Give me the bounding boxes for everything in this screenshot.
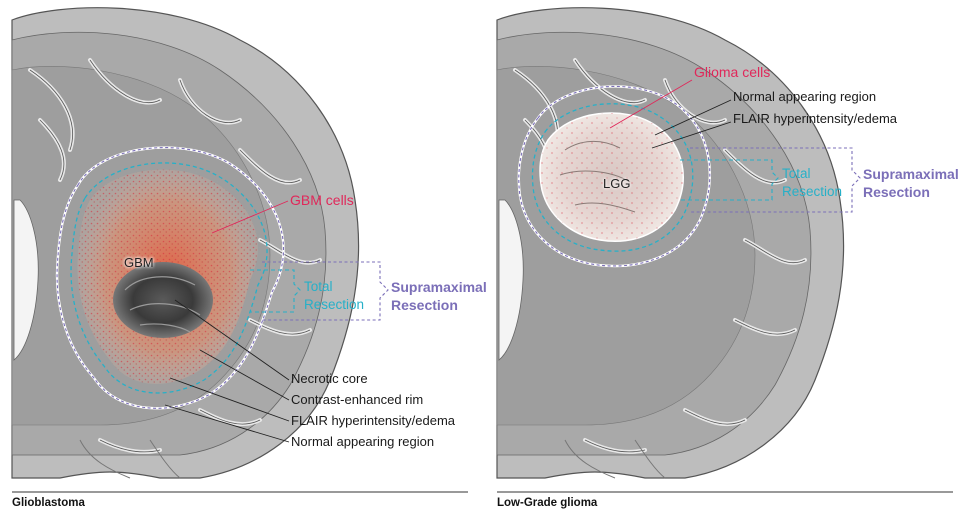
right-brain-drawing xyxy=(497,8,844,478)
caption-low-grade-glioma: Low-Grade glioma xyxy=(497,497,597,510)
legend-flair-left: FLAIR hyperintensity/edema xyxy=(291,414,455,429)
caption-glioblastoma: Glioblastoma xyxy=(12,497,85,510)
right-supramaximal-label-line2: Resection xyxy=(863,184,930,200)
left-supramaximal-label-line1: Supramaximal xyxy=(391,279,487,295)
legend-normal-right: Normal appearing region xyxy=(733,90,876,105)
legend-flair-right: FLAIR hyperintensity/edema xyxy=(733,112,897,127)
right-total-label-line2: Resection xyxy=(782,184,842,200)
glioma-cells-label: Glioma cells xyxy=(694,64,770,80)
left-supramaximal-label-line2: Resection xyxy=(391,297,458,313)
gbm-cells-label: GBM cells xyxy=(290,192,354,208)
legend-contrast-enhanced-rim: Contrast-enhanced rim xyxy=(291,393,423,408)
legend-normal-left: Normal appearing region xyxy=(291,435,434,450)
right-supramaximal-label-line1: Supramaximal xyxy=(863,166,959,182)
left-total-label-line2: Resection xyxy=(304,297,364,313)
right-total-label-line1: Total xyxy=(782,166,811,182)
left-total-label-line1: Total xyxy=(304,279,333,295)
lgg-tumor-label: LGG xyxy=(603,177,630,192)
gbm-tumor-label: GBM xyxy=(124,256,154,271)
legend-necrotic-core: Necrotic core xyxy=(291,372,368,387)
